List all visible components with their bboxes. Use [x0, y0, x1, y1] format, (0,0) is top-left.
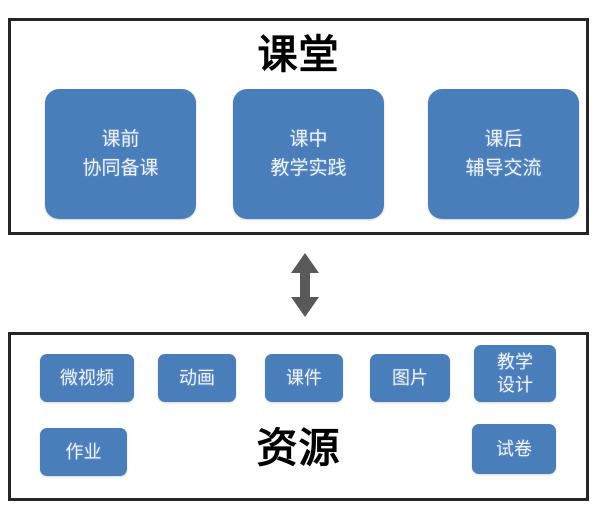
- phase-card-line-2: 辅导交流: [465, 158, 542, 179]
- resource-tag-animation[interactable]: 动画: [158, 354, 236, 402]
- double-arrow-vertical-icon: [291, 253, 319, 317]
- resource-tag-line-1: 微视频: [60, 367, 114, 388]
- resource-tag-homework[interactable]: 作业: [40, 428, 127, 476]
- phase-card-line-1: 课中: [289, 128, 328, 150]
- resource-panel-title: 资源: [256, 425, 341, 471]
- resource-tag-image[interactable]: 图片: [370, 354, 450, 402]
- resource-tag-instructional-design[interactable]: 教学 设计: [474, 345, 556, 402]
- phase-card-before-class[interactable]: 课前 协同备课: [45, 89, 196, 219]
- phase-card-line-2: 教学实践: [270, 158, 347, 179]
- resource-tag-courseware[interactable]: 课件: [265, 354, 343, 402]
- resource-tag-micro-video[interactable]: 微视频: [40, 354, 134, 402]
- phase-card-line-1: 课后: [484, 128, 523, 150]
- resource-tag-line-1: 动画: [179, 367, 215, 388]
- phase-card-after-class[interactable]: 课后 辅导交流: [428, 89, 579, 219]
- phase-card-line-1: 课前: [101, 128, 140, 150]
- classroom-panel: 课堂 课前 协同备课 课中 教学实践 课后 辅导交流: [8, 18, 589, 235]
- resource-tag-line-1: 作业: [65, 441, 102, 462]
- resource-tag-line-2: 设计: [497, 374, 533, 395]
- resource-tag-line-1: 课件: [286, 367, 322, 388]
- phase-card-line-2: 协同备课: [82, 158, 159, 179]
- resource-tag-line-1: 试卷: [496, 438, 532, 459]
- phase-card-during-class[interactable]: 课中 教学实践: [233, 89, 384, 219]
- resource-tag-line-1: 图片: [392, 367, 428, 388]
- resource-tag-line-1: 教学: [497, 352, 533, 372]
- classroom-panel-title: 课堂: [257, 33, 340, 77]
- resource-tag-exam-paper[interactable]: 试卷: [472, 424, 556, 474]
